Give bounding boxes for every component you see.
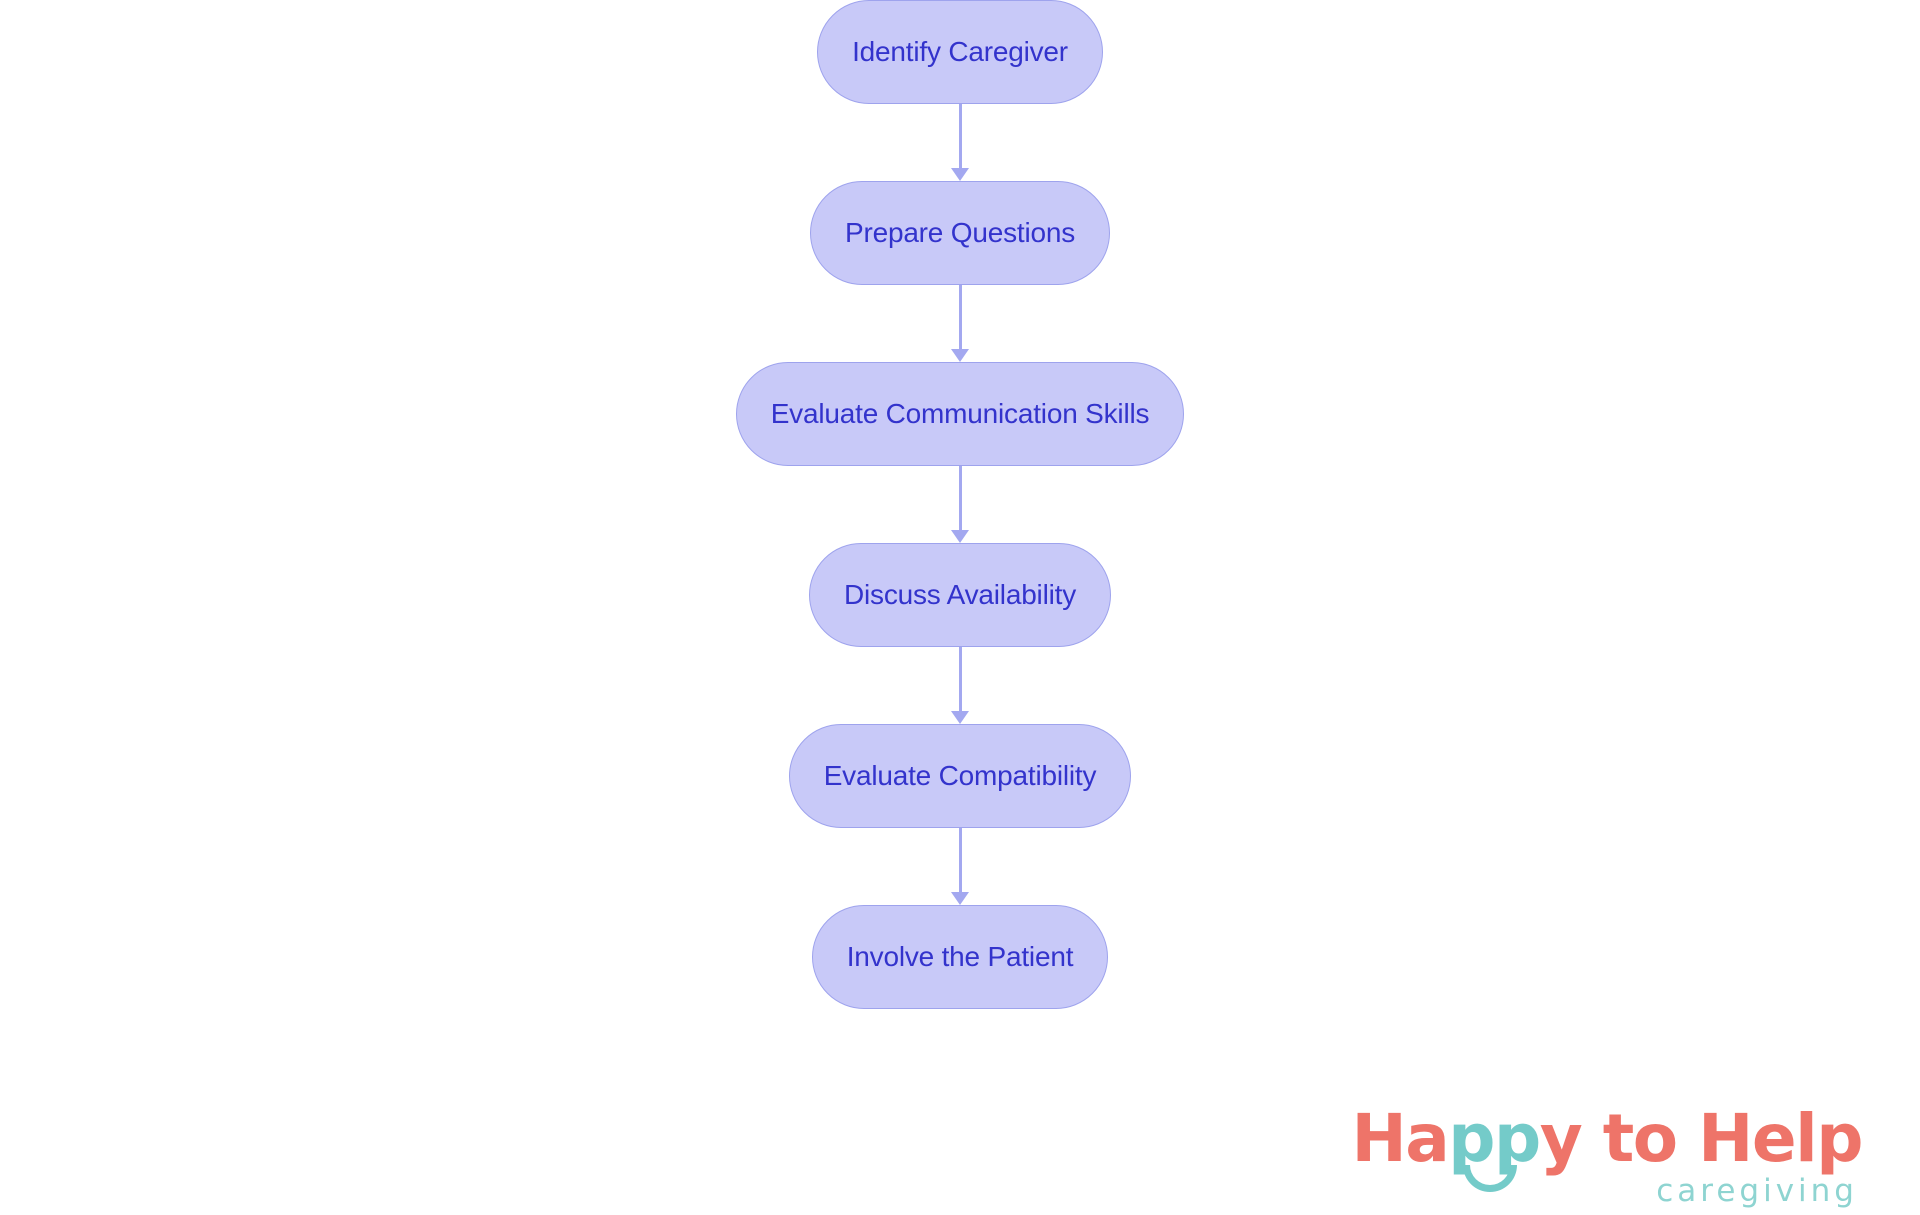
flow-node-evaluate-communication-skills[interactable]: Evaluate Communication Skills [735, 362, 1185, 466]
flowchart: Identify Caregiver Prepare Questions Eva… [735, 0, 1185, 1009]
flow-node-label: Evaluate Communication Skills [770, 398, 1150, 429]
connector-line [958, 285, 962, 350]
connector-line [958, 828, 962, 893]
flow-node-evaluate-compatibility[interactable]: Evaluate Compatibility [788, 724, 1132, 828]
flow-node-label: Involve the Patient [846, 941, 1074, 972]
connector-line [958, 647, 962, 712]
logo-text-part-4: p [1816, 1100, 1863, 1178]
flow-node-label: Prepare Questions [844, 217, 1076, 248]
logo-text-part-2: pp [1448, 1100, 1541, 1178]
flow-connector-arrow [940, 828, 980, 905]
logo-text-part-1: Ha [1351, 1100, 1449, 1178]
flow-node-label: Discuss Availability [843, 579, 1077, 610]
flow-connector-arrow [940, 285, 980, 362]
arrow-head-icon [951, 530, 969, 543]
connector-line [958, 466, 962, 531]
logo-wordmark: Happy to Help [1351, 1105, 1863, 1193]
flow-node-involve-the-patient[interactable]: Involve the Patient [811, 905, 1109, 1009]
flow-node-prepare-questions[interactable]: Prepare Questions [809, 181, 1111, 285]
brand-logo: Happy to Help caregiving [1351, 1105, 1863, 1209]
arrow-head-icon [951, 168, 969, 181]
flow-connector-arrow [940, 647, 980, 724]
flow-node-label: Identify Caregiver [852, 36, 1068, 67]
flow-node-discuss-availability[interactable]: Discuss Availability [808, 543, 1112, 647]
logo-tagline: caregiving [1656, 1173, 1858, 1209]
arrow-head-icon [951, 349, 969, 362]
flow-node-label: Evaluate Compatibility [823, 760, 1097, 791]
flow-connector-arrow [940, 104, 980, 181]
arrow-head-icon [951, 711, 969, 724]
connector-line [958, 104, 962, 169]
arrow-head-icon [951, 892, 969, 905]
flow-connector-arrow [940, 466, 980, 543]
logo-text-part-3: y to Hel [1539, 1100, 1818, 1178]
flow-node-identify-caregiver[interactable]: Identify Caregiver [817, 0, 1103, 104]
